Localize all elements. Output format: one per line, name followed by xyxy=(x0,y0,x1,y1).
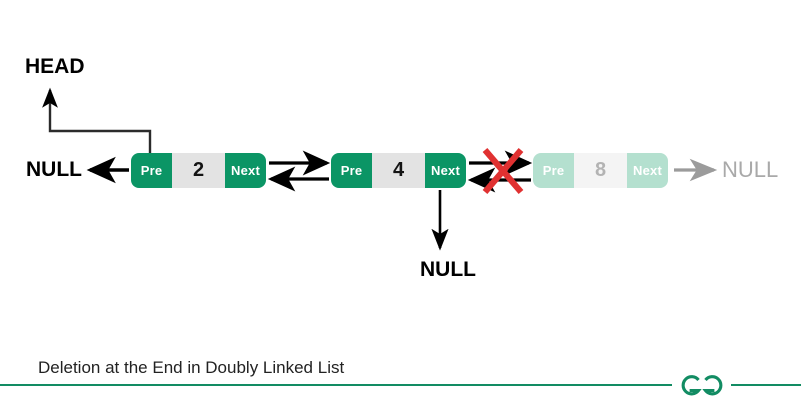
footer-rule-left xyxy=(0,384,672,386)
delete-cross-icon xyxy=(482,147,524,195)
node-2-next-cell: Next xyxy=(425,153,466,188)
footer-rule-right xyxy=(731,384,801,386)
head-label: HEAD xyxy=(25,55,85,78)
head-pointer-arrow xyxy=(42,87,152,153)
node-3-next-cell: Next xyxy=(627,153,668,188)
node-1-value-cell: 2 xyxy=(172,153,225,188)
gfg-logo-icon xyxy=(681,375,723,396)
node-3-value-cell: 8 xyxy=(574,153,627,188)
null-bottom-label: NULL xyxy=(420,258,476,281)
list-node-3-deleted: Pre 8 Next xyxy=(533,153,668,188)
null-right-label: NULL xyxy=(722,157,779,182)
node-2-value-cell: 4 xyxy=(372,153,425,188)
list-node-1: Pre 2 Next xyxy=(131,153,266,188)
node-3-pre-cell: Pre xyxy=(533,153,574,188)
node-1-next-cell: Next xyxy=(225,153,266,188)
node-2-pre-cell: Pre xyxy=(331,153,372,188)
node-1-pre-cell: Pre xyxy=(131,153,172,188)
null-left-label: NULL xyxy=(26,158,82,181)
figure-caption: Deletion at the End in Doubly Linked Lis… xyxy=(38,358,345,377)
list-node-2: Pre 4 Next xyxy=(331,153,466,188)
